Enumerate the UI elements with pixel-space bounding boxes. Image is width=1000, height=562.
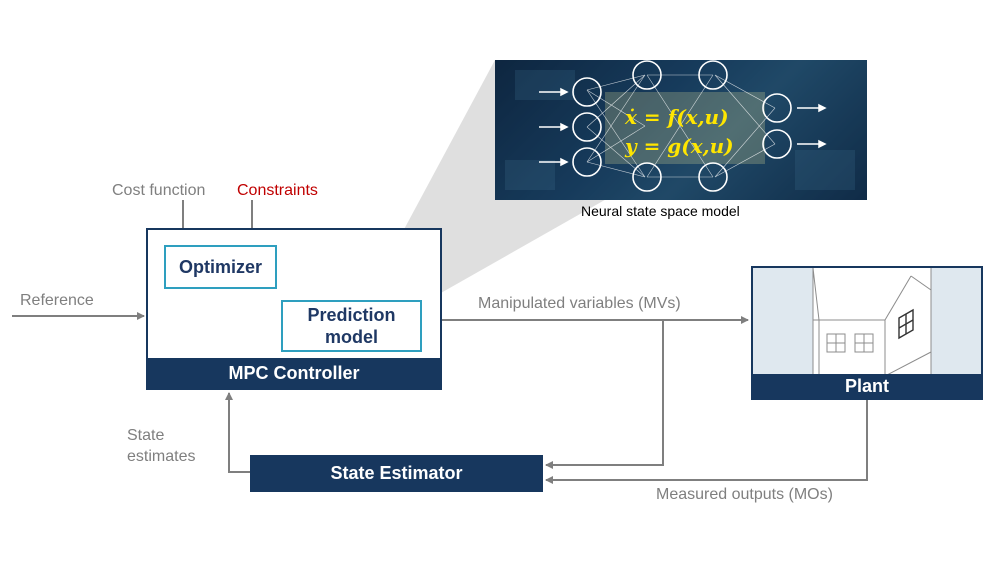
prediction-model-line2: model — [324, 327, 378, 347]
measured-outputs-label: Measured outputs (MOs) — [656, 486, 833, 503]
state-estimator-block[interactable]: State Estimator — [250, 455, 543, 492]
prediction-model-block[interactable]: Prediction model — [281, 300, 422, 352]
state-estimates-line2: estimates — [127, 448, 196, 465]
reference-label: Reference — [20, 292, 94, 309]
state-estimates-label: State estimates — [127, 425, 195, 467]
state-estimates-line1: State — [127, 427, 165, 444]
prediction-model-line1: Prediction — [307, 305, 396, 325]
optimizer-block[interactable]: Optimizer — [164, 245, 277, 289]
equation-output: y = g(x,u) — [624, 134, 734, 158]
neural-model-caption: Neural state space model — [581, 203, 740, 219]
cost-function-label: Cost function — [112, 182, 206, 199]
state-estimates-arrow — [225, 392, 250, 473]
neural-network-image: ẋ = f(x,u) y = g(x,u) — [495, 60, 867, 200]
manipulated-variables-label: Manipulated variables (MVs) — [478, 295, 681, 312]
mv-to-estimator-arrow — [545, 320, 664, 469]
equation-state: ẋ = f(x,u) — [624, 105, 729, 129]
mpc-controller-title: MPC Controller — [148, 358, 440, 388]
neural-network-graphic: ẋ = f(x,u) y = g(x,u) — [495, 60, 867, 200]
plant-title: Plant — [753, 374, 981, 398]
mo-to-estimator-arrow — [545, 400, 868, 484]
plant-block[interactable]: Plant — [751, 266, 983, 400]
constraints-label: Constraints — [237, 182, 318, 199]
house-illustration — [753, 268, 981, 376]
